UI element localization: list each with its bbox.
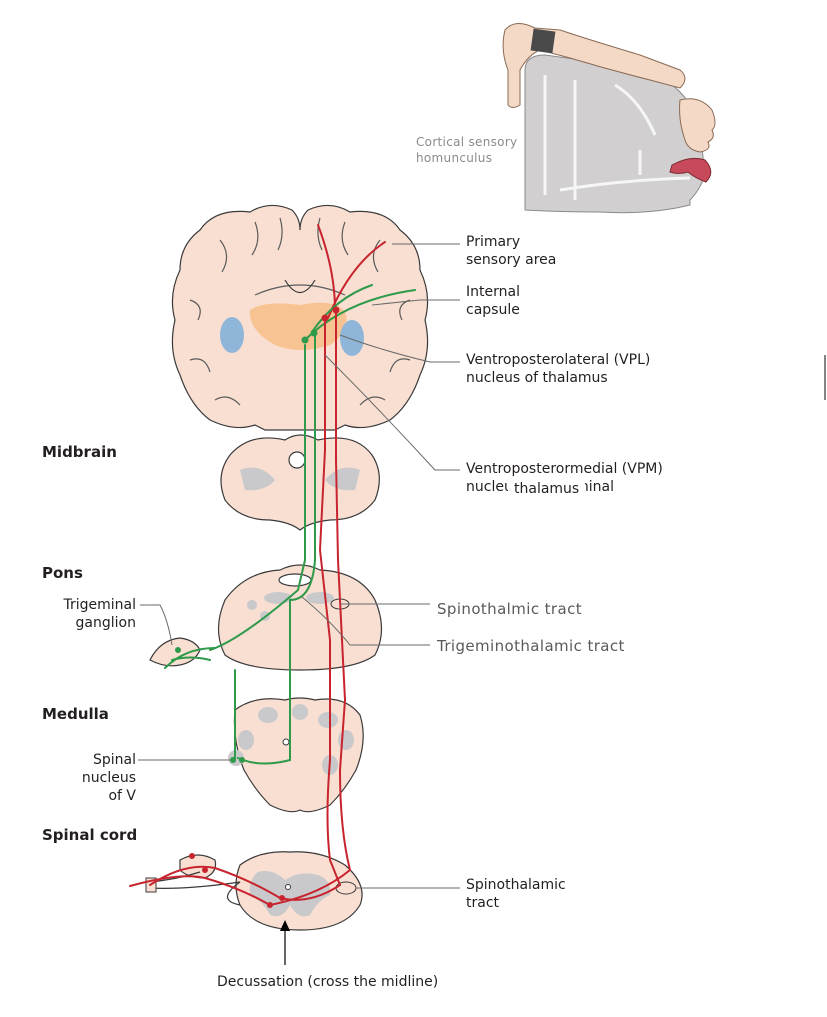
- medulla-gray-2: [292, 704, 308, 720]
- level-pons: Pons: [42, 564, 83, 582]
- label-spinothalamic-tract-cord: Spinothalamic tract: [466, 876, 566, 912]
- spinal-central-canal: [285, 884, 291, 890]
- red-pathway-descending-2: [335, 309, 351, 871]
- spinothalamic-cord-line2: tract: [466, 895, 500, 911]
- vpl-line2: nucleus of thalamus: [466, 370, 608, 386]
- midbrain-section: [220, 434, 380, 531]
- label-spinothalmic-tract: Spinothalmic tract: [437, 600, 583, 618]
- leader-trigeminal-ganglion: [140, 604, 173, 646]
- trigeminal-ganglion-line1: Trigeminal: [63, 597, 136, 613]
- right-ventricle: [340, 320, 364, 356]
- pathways: [129, 224, 416, 908]
- label-vpm-overlay: thalamus: [508, 480, 586, 498]
- homunculus-label-line1: Cortical sensory: [416, 135, 518, 149]
- leader-lines: [138, 243, 460, 889]
- midbrain-gray-left: [240, 467, 275, 491]
- ganglion-neuron: [175, 647, 181, 653]
- level-midbrain: Midbrain: [42, 443, 117, 461]
- label-vpl: Ventroposterolateral (VPL) nucleus of th…: [466, 351, 650, 387]
- homunculus-label: Cortical sensory homunculus: [416, 134, 517, 166]
- medulla-central-canal: [282, 738, 290, 746]
- spinal-nucleus-line1: Spinal: [92, 752, 136, 768]
- cord-neuron-1: [267, 902, 273, 908]
- vpm-neuron-2: [310, 329, 318, 337]
- label-internal-capsule: Internal capsule: [466, 283, 520, 319]
- vpm-neuron-1: [301, 336, 309, 344]
- leader-internal-capsule: [371, 299, 460, 306]
- vpl-neuron-2: [332, 306, 340, 314]
- left-ventricle: [220, 317, 244, 353]
- vpl-line1: Ventroposterolateral (VPL): [466, 352, 651, 368]
- cortex-inner-folds: [543, 75, 691, 200]
- leader-vpm: [324, 354, 460, 471]
- level-medulla: Medulla: [42, 705, 109, 723]
- pons-gray-4: [306, 592, 334, 604]
- pons-gray-1: [247, 600, 257, 610]
- vpm-overlay-text: thalamus: [514, 481, 580, 497]
- midbrain-outline: [220, 434, 380, 531]
- green-pathway-cortex-1: [311, 284, 373, 333]
- spinothalamic-cord-line1: Spinothalamic: [466, 877, 566, 893]
- vpl-neuron-1: [321, 314, 329, 322]
- drg-neuron-2: [202, 867, 208, 873]
- homunculus-label-line2: homunculus: [416, 151, 493, 165]
- medulla-gray-5: [338, 730, 354, 750]
- label-trigeminal-ganglion: Trigeminal ganglion: [40, 596, 136, 632]
- label-trigeminothalamic-tract: Trigeminothalamic tract: [437, 637, 625, 655]
- homunculus-face: [679, 98, 716, 153]
- level-spinal-cord: Spinal cord: [42, 826, 138, 844]
- label-decussation: Decussation (cross the midline): [217, 974, 439, 990]
- internal-capsule-line1: Internal: [466, 284, 520, 300]
- drg-neuron-1: [189, 853, 195, 859]
- medulla-gray-3: [318, 712, 338, 728]
- spinal-v-neuron-2: [239, 757, 245, 763]
- corpus-callosum: [254, 284, 346, 296]
- red-pathway-cord-cross-2: [129, 869, 351, 907]
- green-pathway-descending-2: [237, 334, 316, 765]
- pons-section: [149, 564, 383, 671]
- internal-capsule-line2: capsule: [466, 302, 520, 318]
- spinal-nucleus-line2: nucleus: [81, 770, 136, 786]
- label-primary-sensory-area: Primary sensory area: [466, 233, 556, 269]
- homunculus-wrist-band: [530, 28, 556, 54]
- medulla-gray-4: [238, 730, 254, 750]
- green-pathway-trigeminal: [164, 647, 236, 761]
- medulla-section: [228, 697, 364, 813]
- brain-coronal-section: [171, 204, 429, 431]
- spinal-v-neuron-1: [230, 757, 236, 763]
- thalamus: [249, 302, 347, 350]
- lateral-ventricle-top: [284, 279, 316, 294]
- vpm-line1: Ventroposterormedial (VPM): [466, 461, 663, 477]
- medulla-gray-1: [258, 707, 278, 723]
- spinal-nucleus-line3: of V: [108, 788, 136, 804]
- cortical-sulci: [189, 217, 411, 406]
- primary-sensory-line1: Primary: [466, 234, 521, 250]
- red-pathway-cord-cross: [149, 865, 341, 901]
- label-spinal-nucleus-v: Spinal nucleus of V: [40, 751, 136, 805]
- leader-trigeminothalamic: [301, 596, 430, 646]
- red-pathway-descending-main: [318, 317, 341, 886]
- pons-outline: [217, 564, 383, 671]
- homunculus-tongue: [669, 157, 712, 183]
- leader-vpl: [339, 334, 460, 363]
- trigeminal-ganglion-line2: ganglion: [75, 615, 136, 631]
- fourth-ventricle-pons: [278, 573, 312, 587]
- cerebral-aqueduct: [288, 451, 306, 469]
- cortical-homunculus-figure: [502, 23, 716, 214]
- primary-sensory-line2: sensory area: [466, 252, 557, 268]
- midbrain-gray-right: [325, 467, 360, 491]
- decussation-arrow: [280, 920, 290, 965]
- cortex-section: [524, 54, 706, 214]
- green-pathway-descending-1: [209, 344, 306, 651]
- cord-neuron-2: [279, 895, 285, 901]
